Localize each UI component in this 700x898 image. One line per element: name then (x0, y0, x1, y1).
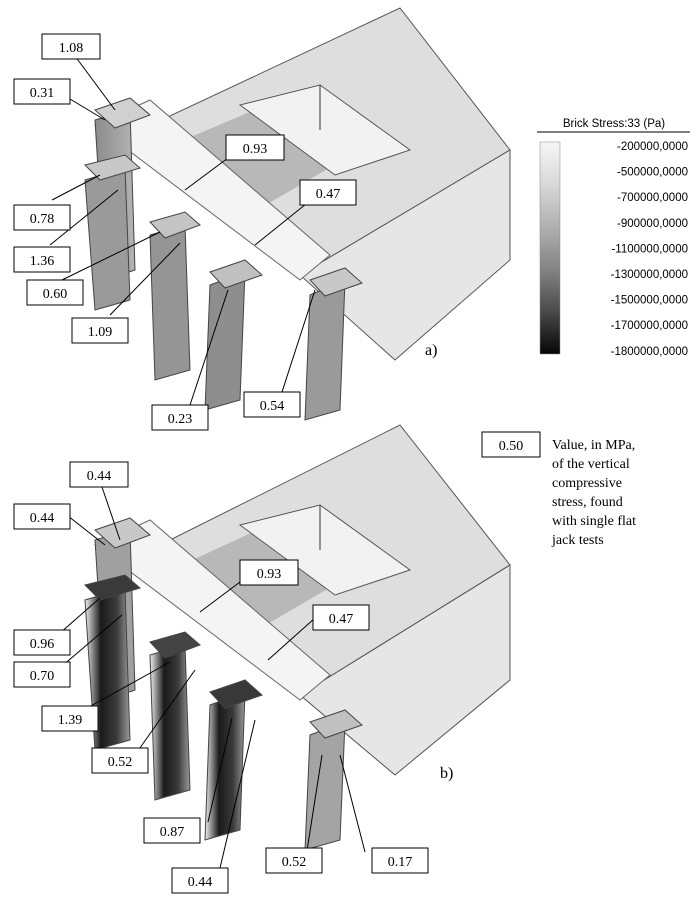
note-line: with single flat (552, 514, 636, 529)
legend-tick-label: -1100000,0000 (611, 243, 688, 255)
svg-text:0.52: 0.52 (282, 855, 307, 870)
svg-text:0.87: 0.87 (160, 825, 185, 840)
svg-text:0.70: 0.70 (30, 669, 55, 684)
callout-a-3: 0.93 (225, 134, 285, 161)
callout-b-4: 0.47 (312, 604, 370, 631)
callout-a-1: 1.08 (41, 33, 101, 60)
svg-text:0.31: 0.31 (30, 86, 55, 101)
note-line: jack tests (551, 533, 604, 548)
callout-b-7: 1.39 (41, 705, 99, 732)
explanatory-note: 0.50 Value, in MPa, of the vertical compre… (481, 431, 636, 548)
callout-b-9: 0.87 (143, 817, 201, 844)
svg-text:0.44: 0.44 (188, 875, 213, 890)
callout-b-10: 0.52 (265, 847, 323, 874)
model-a (84, 7, 511, 421)
svg-text:1.08: 1.08 (59, 41, 84, 56)
callout-b-3: 0.93 (239, 559, 299, 586)
legend-tick-label: -200000,0000 (617, 141, 688, 153)
note-sample-value: 0.50 (499, 439, 524, 454)
callout-b-8: 0.52 (91, 747, 149, 774)
callout-a-4: 0.78 (13, 204, 71, 231)
svg-text:1.39: 1.39 (58, 713, 83, 728)
callout-a-2: 0.31 (13, 78, 71, 105)
model-b (84, 424, 511, 851)
svg-text:0.44: 0.44 (30, 511, 55, 526)
svg-text:0.47: 0.47 (316, 187, 341, 202)
legend-tick-label: -1800000,0000 (611, 346, 688, 358)
svg-text:0.44: 0.44 (87, 469, 112, 484)
svg-text:0.78: 0.78 (30, 212, 55, 227)
svg-text:1.36: 1.36 (30, 254, 55, 269)
callout-b-2: 0.44 (13, 503, 71, 530)
legend-tick-label: -1300000,0000 (611, 269, 688, 281)
callout-a-5: 0.47 (299, 179, 357, 206)
svg-text:0.96: 0.96 (30, 637, 55, 652)
callout-a-10: 0.54 (243, 391, 301, 418)
callout-a-6: 1.36 (13, 246, 71, 273)
svg-text:0.54: 0.54 (260, 399, 285, 414)
legend-tick-label: -1500000,0000 (611, 295, 688, 307)
svg-text:0.93: 0.93 (257, 567, 282, 582)
callout-b-11: 0.17 (371, 847, 429, 874)
legend-tick-labels: -200000,0000 -500000,0000 -700000,0000 -900… (611, 141, 688, 358)
callout-a-8: 1.09 (71, 317, 129, 344)
callout-b-12: 0.44 (171, 867, 229, 894)
note-line: stress, found (552, 495, 623, 510)
stress-legend: Brick Stress:33 (Pa) -200000,0000 -500000… (537, 118, 690, 358)
legend-tick-label: -700000,0000 (617, 192, 688, 204)
panel-label-a: a) (425, 342, 437, 359)
note-text-block: Value, in MPa, of the vertical compressive… (551, 438, 636, 548)
svg-text:0.93: 0.93 (243, 142, 268, 157)
legend-colorbar (539, 141, 561, 355)
panel-label-b: b) (440, 765, 453, 782)
svg-text:0.47: 0.47 (329, 612, 354, 627)
callout-a-7: 0.60 (26, 279, 84, 306)
callouts-a: 1.08 0.31 0.93 0.78 0.47 1.36 0.60 1.09 … (13, 33, 357, 431)
legend-tick-label: -1700000,0000 (611, 320, 688, 332)
svg-text:0.52: 0.52 (108, 755, 133, 770)
legend-tick-label: -900000,0000 (617, 218, 688, 230)
note-line: of the vertical (552, 457, 630, 472)
callout-b-6: 0.70 (13, 661, 71, 688)
callouts-b: 0.44 0.44 0.93 0.47 0.96 0.70 1.39 0.52 … (13, 461, 429, 894)
note-line: Value, in MPa, (552, 438, 635, 453)
note-line: compressive (552, 476, 622, 491)
legend-title: Brick Stress:33 (Pa) (563, 118, 665, 130)
callout-b-5: 0.96 (13, 629, 71, 656)
svg-text:0.60: 0.60 (43, 287, 68, 302)
callout-a-9: 0.23 (151, 404, 209, 431)
svg-text:0.23: 0.23 (168, 412, 193, 427)
callout-b-1: 0.44 (69, 461, 129, 488)
leaders-a (49, 51, 316, 406)
legend-tick-label: -500000,0000 (617, 167, 688, 179)
leaders-b (51, 486, 366, 869)
svg-text:0.17: 0.17 (388, 855, 413, 870)
svg-text:1.09: 1.09 (88, 325, 113, 340)
note-sample-box (481, 431, 541, 458)
